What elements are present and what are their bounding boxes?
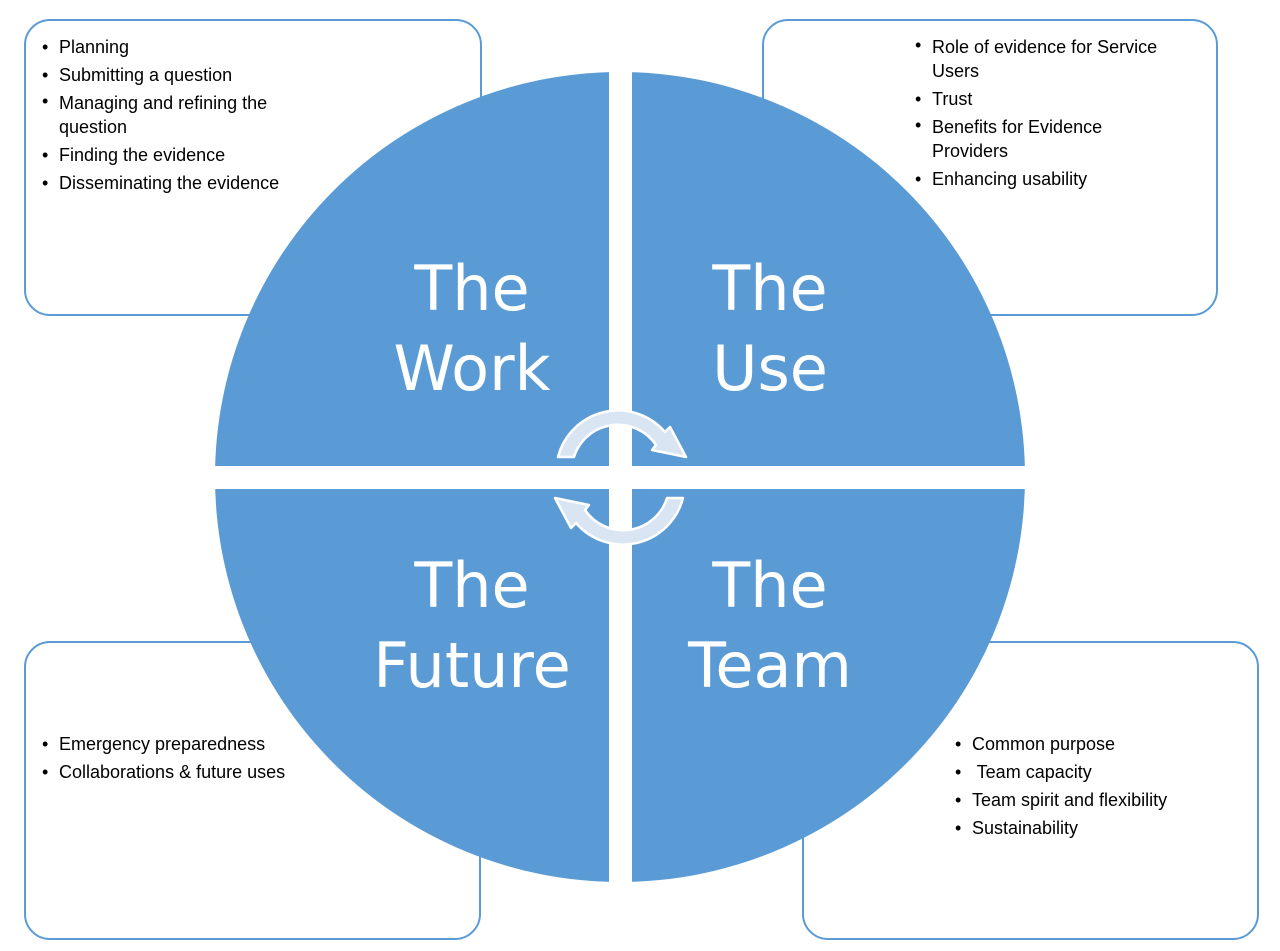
quadrant-work (215, 72, 609, 466)
list-item: Disseminating the evidence (42, 169, 332, 197)
list-item: Finding the evidence (42, 141, 332, 169)
list-item: Sustainability (955, 814, 1245, 842)
use-title-line2: Use (712, 332, 828, 405)
list-item: Common purpose (955, 730, 1245, 758)
list-item: Trust (915, 85, 1205, 113)
future-title-line2: Future (373, 629, 570, 702)
work-title-line2: Work (394, 332, 551, 405)
circle-quadrants (215, 72, 1025, 882)
list-item: Managing and refining the question (42, 89, 299, 141)
team-title-line2: Team (687, 629, 852, 702)
top-arrow-icon (556, 409, 688, 459)
quadrant-use (632, 72, 1025, 466)
list-item: Collaborations & future uses (42, 758, 342, 786)
list-item: Planning (42, 33, 332, 61)
work-bullet-list: Planning Submitting a question Managing … (42, 33, 332, 197)
work-title-line1: The (413, 252, 529, 325)
list-item: Emergency preparedness (42, 730, 342, 758)
list-item: Submitting a question (42, 61, 332, 89)
list-item: Benefits for Evidence Providers (915, 113, 1127, 165)
list-item: Team spirit and flexibility (955, 786, 1245, 814)
list-item: Enhancing usability (915, 165, 1205, 193)
use-title-line1: The (711, 252, 827, 325)
circular-arrows-icon (553, 409, 688, 546)
bottom-arrow-icon (553, 496, 685, 546)
future-title-line1: The (413, 549, 529, 622)
team-title-line1: The (711, 549, 827, 622)
team-bullet-list: Common purpose Team capacity Team spirit… (955, 730, 1245, 842)
list-item: Role of evidence for Service Users (915, 33, 1187, 85)
future-bullet-list: Emergency preparedness Collaborations & … (42, 730, 342, 786)
list-item: Team capacity (955, 758, 1245, 786)
use-bullet-list: Role of evidence for Service Users Trust… (915, 33, 1205, 193)
